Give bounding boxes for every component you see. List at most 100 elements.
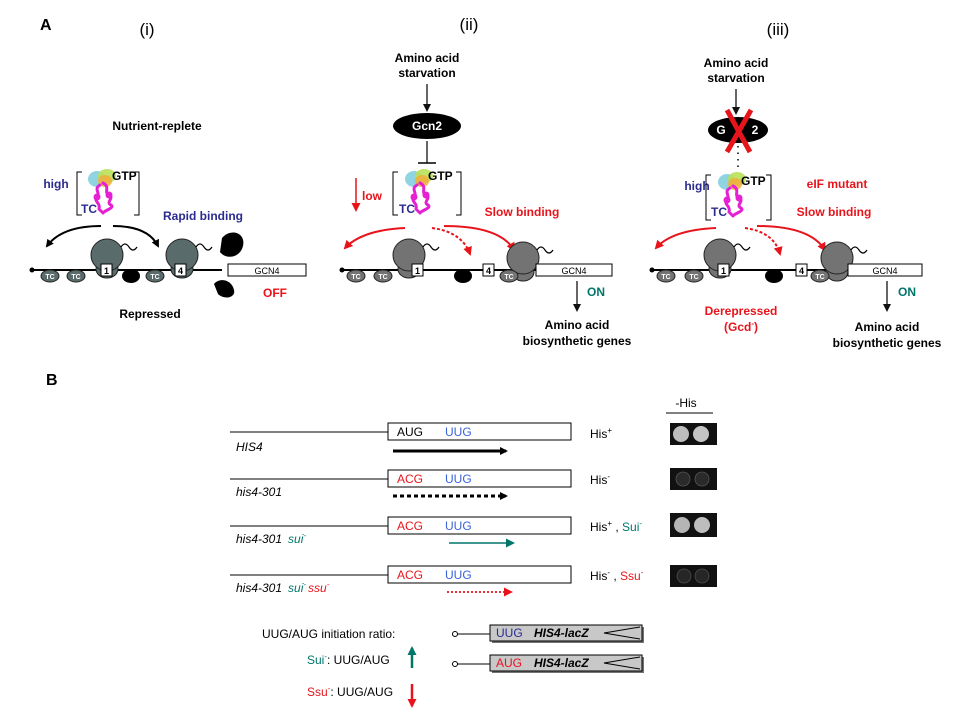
gene-state-label: OFF — [263, 286, 287, 300]
arrow-left — [343, 227, 406, 250]
target-label-1: Amino acid — [545, 318, 610, 332]
starvation-label-2: starvation — [707, 71, 764, 85]
orf-box — [387, 516, 572, 535]
starvation-label-1: Amino acid — [395, 51, 460, 65]
bracket-right — [456, 171, 462, 216]
promoter-icon — [452, 661, 458, 667]
reporter-arrow — [603, 626, 641, 640]
promoter-icon — [452, 631, 458, 637]
uorf1-box — [717, 263, 730, 277]
phenotype: His+ , Sui- — [590, 519, 642, 534]
reporter-codon: UUG — [496, 626, 523, 640]
alt-codon: UUG — [445, 568, 472, 582]
tc-level-label: high — [684, 179, 709, 193]
tc-label: TC — [711, 205, 727, 219]
ratio-label: UUG/AUG initiation ratio: — [262, 627, 395, 641]
arrow-right — [756, 225, 827, 252]
gene-state-label: ON — [898, 285, 916, 299]
starvation-label-2: starvation — [398, 66, 455, 80]
gcn2-label-right: 2 — [752, 123, 759, 137]
numeral-i: (i) — [139, 20, 154, 39]
reporter-construct: AUG HIS4-lacZ — [452, 654, 644, 673]
reporter-construct: UUG HIS4-lacZ — [452, 624, 644, 643]
phenotype: His- , Ssu- — [590, 568, 644, 583]
tc-label: TC — [81, 202, 97, 216]
condition-label: Nutrient-replete — [112, 119, 202, 133]
arrow-left — [45, 225, 102, 248]
panel-a-iii: (iii) Amino acid starvation G 2 high GTP… — [649, 20, 942, 350]
starvation-label-1: Amino acid — [704, 56, 769, 70]
cap-icon — [29, 267, 35, 273]
ribosome-subunit-icon — [122, 269, 140, 283]
start-codon: ACG — [397, 568, 423, 582]
tc-badge-icon: TC TC TC — [346, 269, 519, 283]
gtp-label: GTP — [112, 169, 137, 183]
ribosome-subunit-icon — [220, 232, 244, 257]
gtp-label: GTP — [741, 174, 766, 188]
uorf4-label: 4 — [799, 266, 804, 276]
uorf4-label: 4 — [178, 266, 183, 276]
colony-icon — [675, 471, 691, 487]
uorf4-label: 4 — [486, 266, 491, 276]
uorf1-label: 1 — [415, 266, 420, 276]
svg-text:TC: TC — [661, 274, 670, 281]
numeral-iii: (iii) — [767, 20, 790, 39]
panel-b-label: B — [46, 372, 58, 389]
outcome-label: Repressed — [119, 307, 180, 321]
gcn2-label-left: G — [716, 123, 725, 137]
target-label-2: biosynthetic genes — [833, 336, 942, 350]
bracket-right — [766, 174, 772, 221]
gtp-label: GTP — [428, 169, 453, 183]
sui-ratio-label: Sui-: UUG/AUG — [307, 652, 390, 667]
binding-label: Rapid binding — [163, 209, 243, 223]
svg-text:TC: TC — [45, 274, 54, 281]
uorf4-box — [174, 263, 187, 277]
arrow-left — [654, 227, 717, 250]
svg-text:TC: TC — [504, 274, 513, 281]
colony-icon — [676, 568, 692, 584]
svg-text:TC: TC — [71, 274, 80, 281]
gcn2-label: Gcn2 — [412, 119, 442, 133]
tc-badge-icon: TC TC TC — [656, 269, 830, 283]
svg-text:TC: TC — [815, 274, 824, 281]
cross-icon — [724, 108, 754, 154]
panel-a-label: A — [40, 17, 52, 34]
gcn2-icon — [393, 113, 461, 139]
binding-label: Slow binding — [797, 205, 872, 219]
orf-box — [387, 422, 572, 441]
bracket-left — [76, 171, 82, 216]
orf-box — [387, 469, 572, 488]
uorf1-label: 1 — [721, 266, 726, 276]
colony-icon — [674, 517, 690, 533]
gcn4-label: GCN4 — [254, 266, 279, 276]
tc-level-label: low — [362, 189, 383, 203]
svg-text:TC: TC — [378, 274, 387, 281]
alt-codon: UUG — [445, 519, 472, 533]
strain-name: his4-301 — [236, 485, 282, 499]
colony-icon — [694, 517, 710, 533]
construct-row: ACG UUG his4-301 His- — [230, 468, 717, 500]
phenotype: His+ — [590, 426, 612, 441]
gcn4-label: GCN4 — [872, 266, 897, 276]
uorf1-box — [100, 263, 113, 277]
alt-codon: UUG — [445, 472, 472, 486]
orf-box — [387, 565, 572, 584]
target-label-1: Amino acid — [855, 320, 920, 334]
arrow-right — [443, 225, 516, 252]
colony-icon — [694, 568, 710, 584]
uorf4-box — [482, 263, 495, 277]
strain-name: HIS4 — [236, 440, 263, 454]
reporter-codon: AUG — [496, 656, 522, 670]
gcd-label: (Gcd-) — [724, 319, 758, 334]
target-label-2: biosynthetic genes — [523, 334, 632, 348]
cap-icon — [649, 267, 655, 273]
panel-a-ii: (ii) Amino acid starvation Gcn2 low GTP … — [339, 15, 632, 348]
tc-badge-icon: TC TC TC — [40, 269, 165, 283]
construct-row: AUG UUG HIS4 His+ — [230, 422, 717, 455]
column-header: -His — [675, 396, 696, 410]
gene-state-label: ON — [587, 285, 605, 299]
numeral-ii: (ii) — [460, 15, 479, 34]
